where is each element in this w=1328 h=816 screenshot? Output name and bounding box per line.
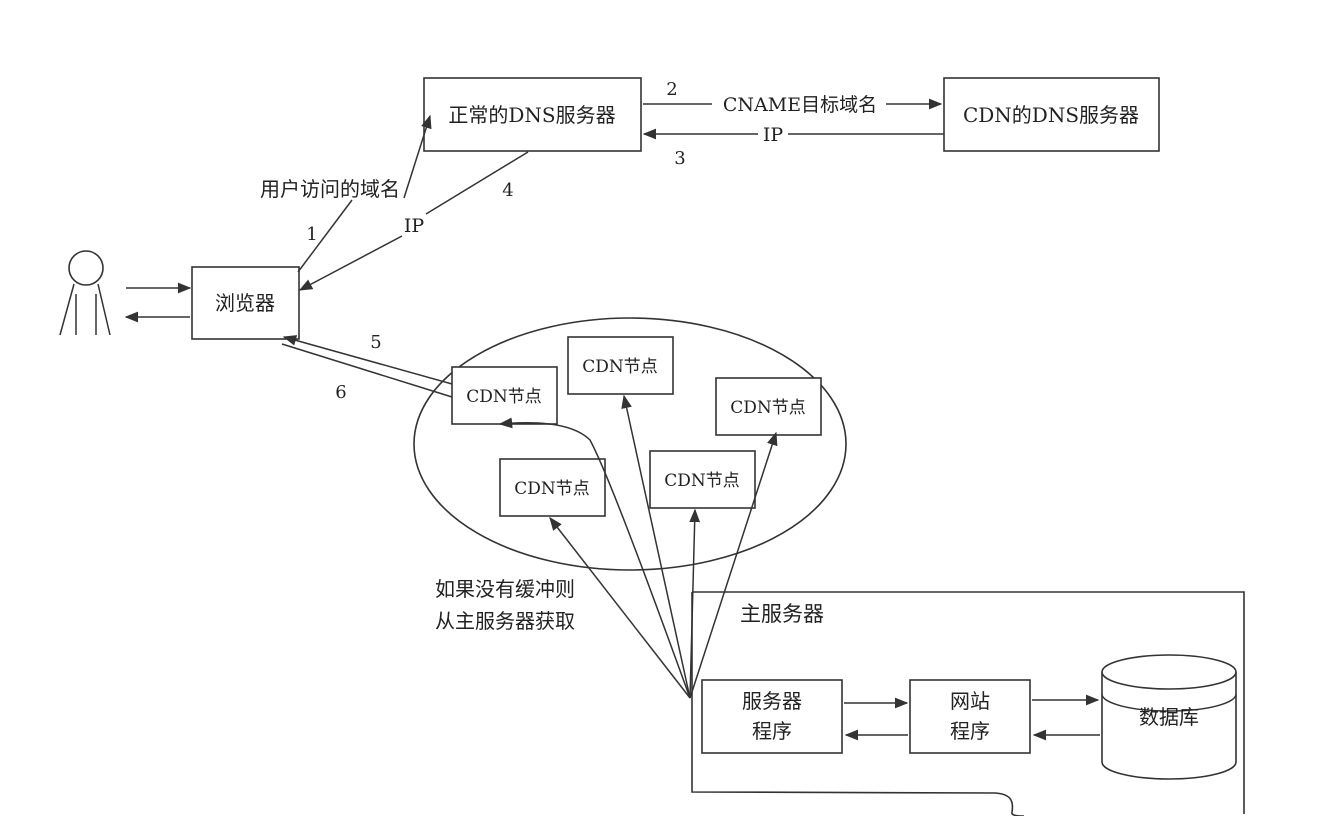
- cdn-node-bottom-left: CDN节点: [499, 458, 606, 517]
- cdn-node-label: CDN节点: [582, 357, 658, 377]
- cdn-node-label: CDN节点: [466, 387, 542, 407]
- website-program-node: 网站 程序: [909, 679, 1031, 754]
- database-icon: 数据库: [1101, 654, 1237, 780]
- edge-label-user-domain: 用户访问的域名: [260, 177, 400, 201]
- edge-dns-to-browser-upper: [425, 151, 529, 215]
- edge-dns-to-browser-lower: [298, 235, 403, 291]
- edge-main-to-cdn-right: [689, 431, 778, 699]
- user-figure-icon: [59, 250, 111, 336]
- edge-browser-to-cdn: [282, 335, 453, 385]
- cdn-node-right: CDN节点: [715, 377, 822, 436]
- note-no-cache-line1: 如果没有缓冲则: [435, 577, 575, 601]
- server-program-label-line2: 程序: [752, 719, 792, 743]
- browser-node: 浏览器: [191, 266, 300, 340]
- normal-dns-node: 正常的DNS服务器: [423, 77, 642, 152]
- edge-label-cname: CNAME目标域名: [723, 94, 877, 116]
- normal-dns-label: 正常的DNS服务器: [448, 103, 615, 127]
- edge-label-ip-return: IP: [763, 124, 784, 146]
- cdn-node-bottom-center: CDN节点: [649, 450, 756, 509]
- browser-label: 浏览器: [215, 291, 275, 315]
- cdn-node-entry: CDN节点: [451, 366, 558, 425]
- edge-browser-to-dns-upper: [403, 114, 432, 199]
- edge-label-ip-to-browser: IP: [404, 215, 425, 237]
- edge-browser-to-dns-lower: [297, 199, 353, 273]
- step-5: 5: [370, 332, 381, 353]
- step-2: 2: [666, 79, 677, 100]
- cdn-node-label: CDN节点: [664, 471, 740, 491]
- step-3: 3: [674, 148, 685, 169]
- note-no-cache-line2: 从主服务器获取: [435, 609, 575, 633]
- cdn-node-label: CDN节点: [514, 479, 590, 499]
- cdn-node-label: CDN节点: [730, 398, 806, 418]
- server-program-node: 服务器 程序: [701, 679, 843, 754]
- edge-main-to-cdn-bottom-left: [549, 516, 691, 699]
- server-program-label-line1: 服务器: [742, 689, 802, 713]
- edge-cdn-to-browser: [281, 343, 453, 398]
- edge-main-to-cdn-top: [621, 394, 691, 699]
- website-program-label-line1: 网站: [950, 689, 990, 713]
- cdn-dns-node: CDN的DNS服务器: [943, 77, 1160, 152]
- edge-main-to-cdn-entry: [498, 417, 691, 699]
- step-4: 4: [502, 180, 513, 201]
- step-6: 6: [335, 382, 346, 403]
- main-server-label: 主服务器: [740, 602, 824, 626]
- website-program-label-line2: 程序: [950, 719, 990, 743]
- database-label: 数据库: [1139, 705, 1199, 729]
- cdn-dns-label: CDN的DNS服务器: [963, 103, 1139, 127]
- cdn-node-cluster: [413, 317, 847, 571]
- cdn-node-top: CDN节点: [567, 336, 674, 395]
- step-1: 1: [306, 224, 317, 245]
